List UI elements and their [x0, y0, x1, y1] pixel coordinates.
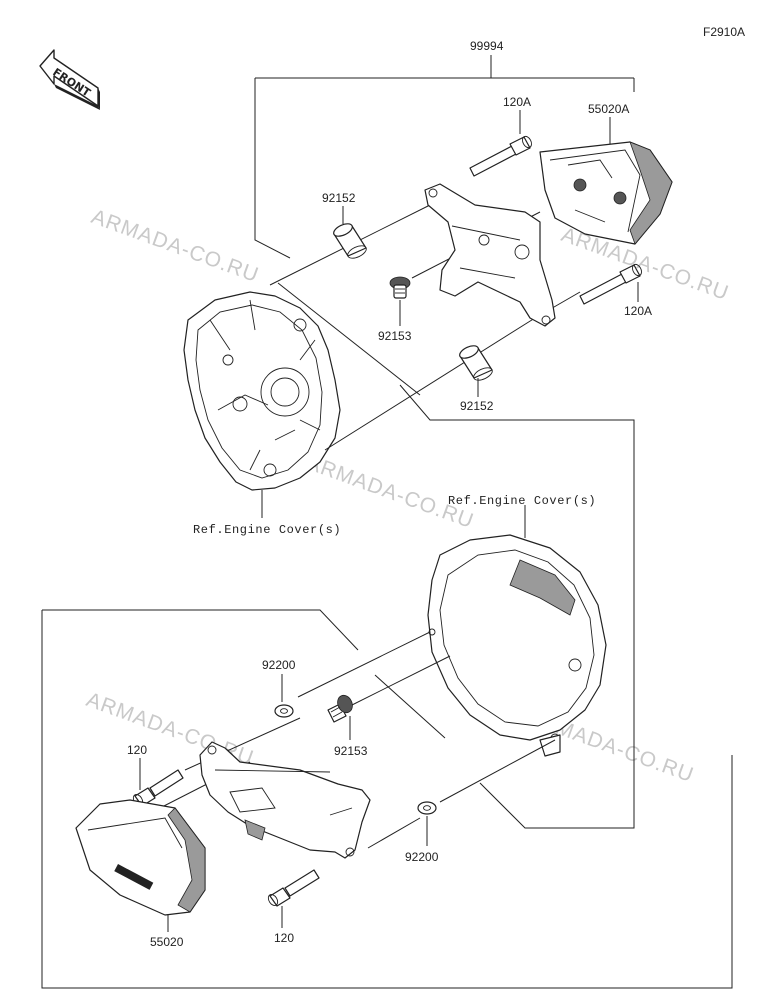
upper-bolt-right-label: 120A	[624, 304, 652, 318]
lower-engine-cover-ref: Ref.Engine Cover(s)	[448, 494, 596, 508]
upper-engine-cover	[183, 291, 341, 518]
upper-bolt-right	[579, 263, 642, 305]
watermark-1: ARMADA-CO.RU	[88, 205, 262, 287]
watermark-2: ARMADA-CO.RU	[558, 223, 732, 305]
lower-small-bolt	[327, 694, 353, 723]
lower-slider	[75, 799, 206, 916]
upper-small-bolt-label: 92153	[378, 329, 412, 343]
front-arrow-icon: FRONT	[39, 49, 100, 110]
upper-bolt-top-label: 120A	[503, 95, 531, 109]
upper-collar-left-label: 92152	[322, 191, 356, 205]
upper-small-bolt	[389, 276, 411, 299]
lower-engine-cover	[427, 505, 607, 757]
kit-number-label: 99994	[470, 39, 504, 53]
lower-bolt-bottom	[267, 869, 320, 907]
upper-slider	[539, 141, 673, 245]
brand-logo	[114, 864, 154, 890]
upper-collar-bottom-label: 92152	[460, 399, 494, 413]
lower-slider-label: 55020	[150, 935, 184, 949]
upper-collar-left	[333, 223, 367, 259]
lower-washer-top-label: 92200	[262, 658, 296, 672]
lower-bolt-left-label: 120	[127, 743, 147, 757]
lower-small-bolt-label: 92153	[334, 744, 368, 758]
upper-bracket	[424, 183, 556, 327]
lower-washer-bottom-label: 92200	[405, 850, 439, 864]
upper-collar-bottom	[459, 345, 493, 381]
lower-washer-bottom	[417, 801, 437, 815]
watermark-3: ARMADA-CO.RU	[303, 451, 477, 533]
lower-alignment-lines	[159, 631, 556, 849]
lower-washer-top	[274, 704, 294, 718]
figure-code: F2910A	[703, 25, 745, 39]
lower-bracket	[199, 741, 371, 859]
watermarks: ARMADA-CO.RU ARMADA-CO.RU ARMADA-CO.RU A…	[83, 205, 732, 787]
lower-bolt-bottom-label: 120	[274, 931, 294, 945]
lower-frame	[41, 609, 733, 989]
upper-bolt-top	[469, 135, 532, 177]
upper-slider-label: 55020A	[588, 102, 629, 116]
upper-engine-cover-ref: Ref.Engine Cover(s)	[193, 523, 341, 537]
